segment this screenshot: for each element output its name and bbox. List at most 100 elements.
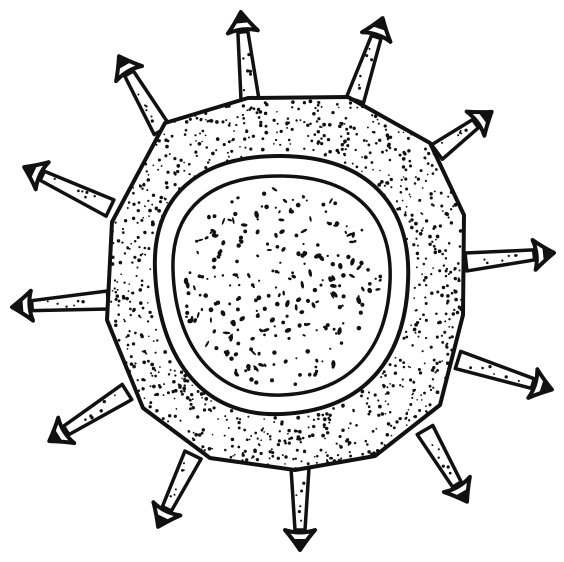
stipple-dot [115, 340, 117, 342]
stipple-dot [425, 337, 427, 339]
stipple-dot [232, 455, 234, 457]
stipple-dot [265, 103, 269, 107]
stipple-dot [368, 48, 370, 50]
stipple-dot [224, 104, 228, 108]
stipple-dot [386, 181, 390, 185]
stipple-dot [402, 337, 405, 340]
nucleus-speck [189, 271, 192, 274]
stipple-dot [403, 176, 405, 178]
nucleus-speck [342, 322, 344, 324]
stipple-dot [198, 433, 201, 436]
stipple-dot [312, 112, 316, 116]
stipple-dot [309, 100, 313, 104]
stipple-dot [413, 328, 417, 332]
stipple-dot [170, 369, 172, 371]
stipple-dot [440, 192, 443, 195]
stipple-dot [432, 387, 434, 389]
stipple-dot [451, 335, 454, 338]
stipple-dot [272, 119, 275, 122]
stipple-dot [416, 266, 418, 268]
stipple-dot [256, 111, 259, 114]
stipple-dot [263, 431, 265, 433]
stipple-dot [217, 418, 219, 420]
nucleus-speck [306, 199, 308, 201]
stipple-dot [431, 241, 433, 243]
stipple-dot [224, 435, 226, 437]
stipple-dot [188, 163, 191, 166]
stipple-dot [429, 192, 433, 196]
stipple-dot [407, 149, 410, 152]
stipple-dot [245, 458, 248, 461]
stipple-dot [273, 143, 275, 145]
stipple-dot [236, 116, 238, 118]
stipple-dot [200, 392, 204, 396]
stipple-dot [129, 301, 131, 303]
nucleus-speck [229, 284, 231, 286]
stipple-dot [404, 417, 407, 420]
stipple-dot [331, 111, 334, 114]
stipple-dot [235, 124, 237, 126]
stipple-dot [368, 405, 371, 408]
stipple-dot [174, 370, 176, 372]
stipple-dot [461, 275, 465, 279]
stipple-dot [173, 183, 176, 186]
stipple-dot [461, 312, 464, 315]
stipple-dot [245, 130, 248, 133]
nucleus-speck [254, 380, 258, 384]
stipple-dot [481, 367, 484, 370]
stipple-dot [317, 117, 320, 120]
stipple-dot [150, 364, 152, 366]
stipple-dot [418, 409, 421, 412]
stipple-dot [316, 142, 319, 145]
stipple-dot [341, 404, 345, 408]
nucleus-speck [295, 234, 299, 238]
stipple-dot [320, 137, 322, 139]
nucleus-speck [222, 274, 225, 277]
stipple-dot [174, 398, 176, 400]
stipple-dot [428, 403, 431, 406]
stipple-dot [316, 455, 319, 458]
stipple-dot [404, 211, 406, 213]
stipple-dot [434, 248, 437, 251]
stipple-dot [403, 152, 406, 155]
stipple-dot [138, 246, 140, 248]
stipple-dot [300, 490, 303, 493]
stipple-dot [110, 230, 114, 234]
stipple-dot [412, 243, 415, 246]
stipple-dot [348, 427, 350, 429]
stipple-dot [287, 433, 289, 435]
stipple-dot [128, 283, 130, 285]
stipple-dot [326, 459, 328, 461]
stipple-dot [168, 373, 170, 375]
stipple-dot [202, 428, 205, 431]
stipple-dot [445, 270, 448, 273]
stipple-dot [363, 139, 366, 142]
stipple-dot [410, 325, 412, 327]
stipple-dot [353, 127, 356, 130]
stipple-dot [448, 242, 451, 245]
stipple-dot [325, 427, 328, 430]
stipple-dot [425, 180, 427, 182]
nucleus-speck [275, 286, 277, 288]
stipple-dot [445, 313, 448, 316]
stipple-dot [327, 138, 330, 141]
stipple-dot [56, 303, 58, 305]
nucleus-speck [327, 255, 329, 257]
stipple-dot [296, 449, 299, 452]
stipple-dot [394, 364, 397, 367]
stipple-dot [205, 146, 208, 149]
nucleus-speck [235, 260, 239, 264]
stipple-dot [355, 424, 358, 427]
stipple-dot [384, 444, 386, 446]
stipple-dot [163, 394, 165, 396]
stipple-dot [446, 213, 449, 216]
stipple-dot [211, 152, 215, 156]
stipple-dot [324, 153, 327, 156]
stipple-dot [449, 472, 452, 475]
stipple-dot [251, 457, 253, 459]
stipple-dot [124, 252, 126, 254]
stipple-dot [436, 336, 439, 339]
stipple-dot [216, 137, 220, 141]
stipple-dot [346, 144, 349, 147]
stipple-dot [117, 239, 121, 243]
